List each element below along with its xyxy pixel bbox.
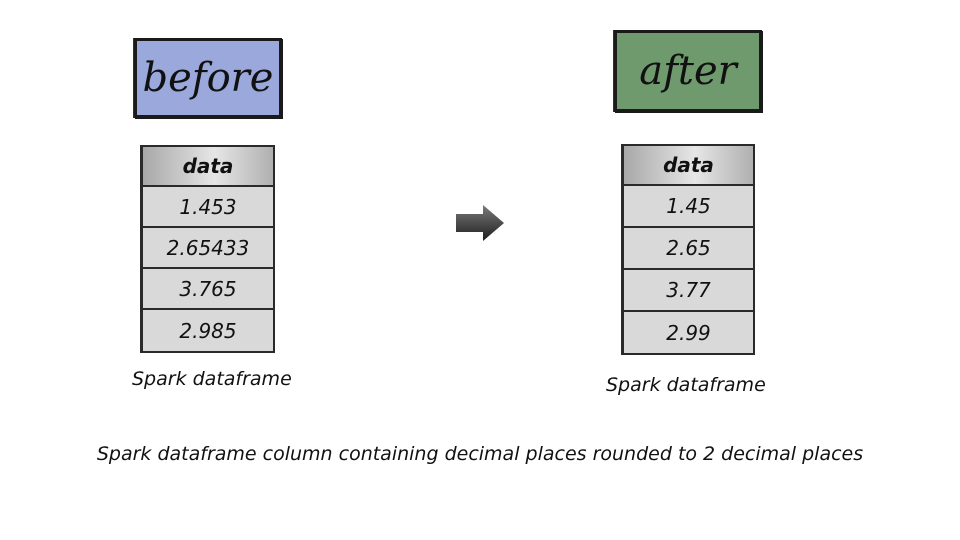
before-table: data 1.453 2.65433 3.765 2.985 — [140, 145, 275, 353]
right-arrow-icon — [456, 205, 504, 241]
before-table-header: data — [143, 147, 273, 187]
before-table-cell: 2.65433 — [143, 228, 273, 269]
after-table-cell: 2.99 — [666, 321, 711, 345]
after-table-header: data — [624, 146, 753, 186]
before-table-cell: 2.985 — [179, 318, 237, 343]
footer-caption: Spark dataframe column containing decima… — [96, 443, 864, 465]
before-table-cell: 1.453 — [143, 187, 273, 228]
after-table-cell: 3.77 — [624, 270, 753, 312]
before-label: before — [134, 38, 282, 118]
before-table-cell: 3.765 — [143, 269, 273, 310]
after-caption: Spark dataframe — [606, 374, 766, 396]
before-caption: Spark dataframe — [132, 368, 292, 390]
after-table-cell: 1.45 — [624, 186, 753, 228]
after-label: after — [614, 30, 762, 112]
after-table-cell: 2.65 — [624, 228, 753, 270]
after-table: data 1.45 2.65 3.77 2.99 — [621, 144, 755, 355]
